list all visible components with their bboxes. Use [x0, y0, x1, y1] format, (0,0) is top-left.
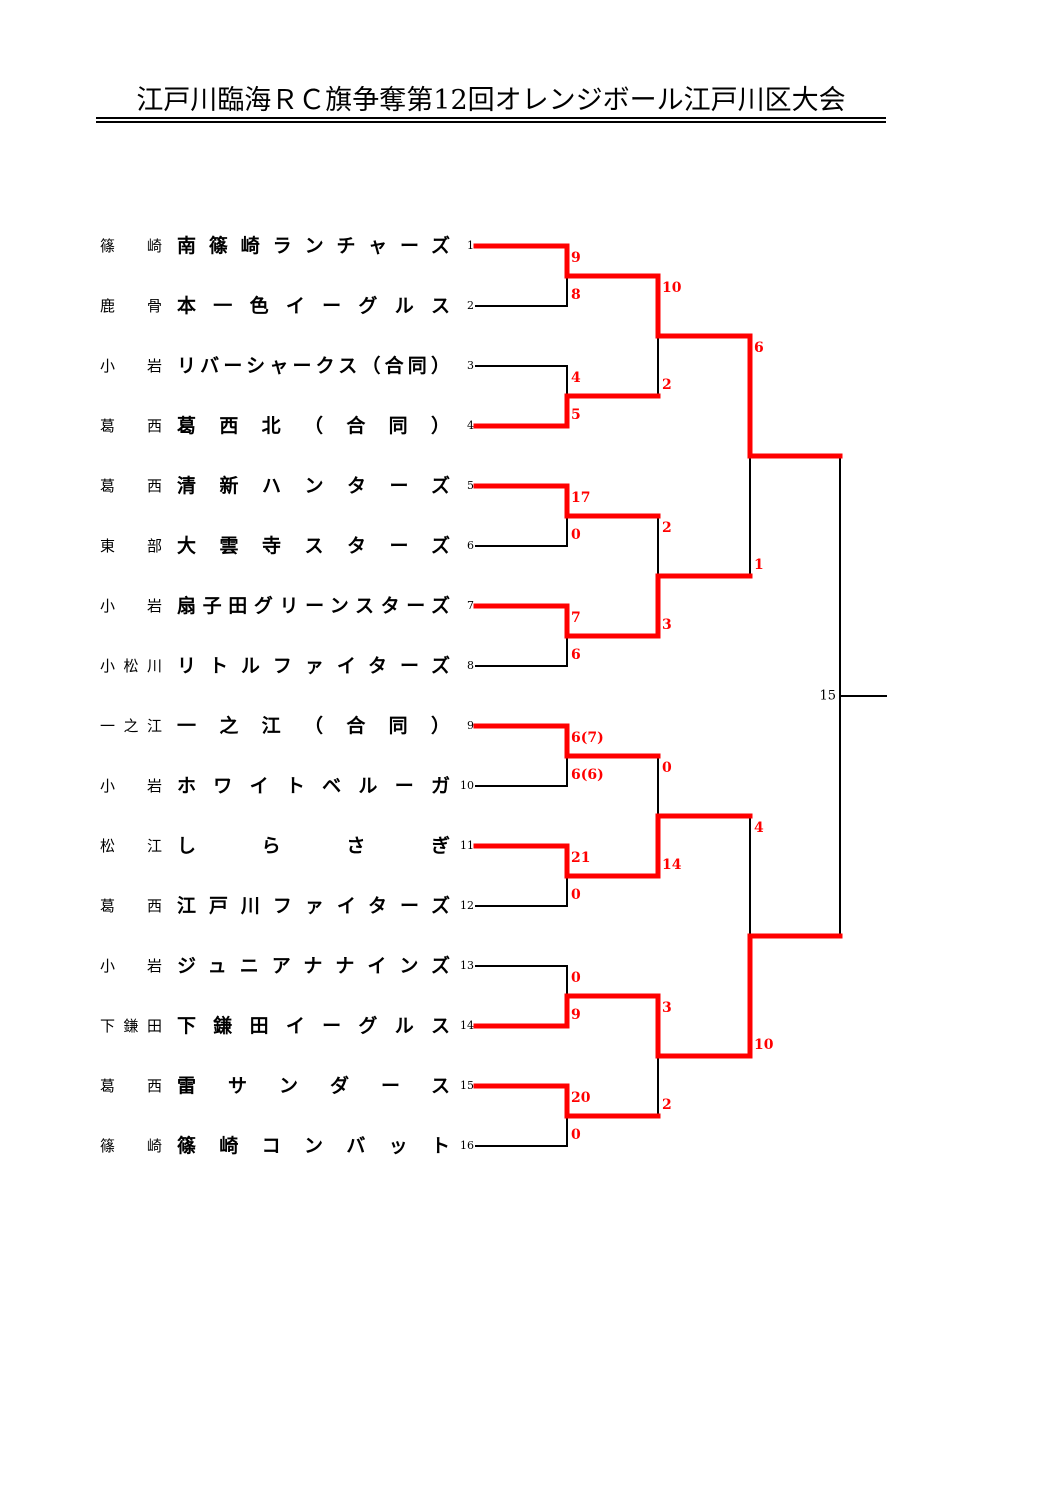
- score-top: 0: [662, 760, 672, 776]
- team-seed-number: 4: [467, 419, 474, 432]
- team-region: 葛西: [100, 1077, 162, 1095]
- score-top: 0: [571, 970, 581, 986]
- score-top: 10: [662, 280, 682, 296]
- team-name: 下鎌田イーグルス: [177, 1015, 450, 1037]
- score-top: 6: [754, 340, 764, 356]
- team-region: 一之江: [100, 717, 162, 735]
- team-region: 小岩: [100, 597, 162, 615]
- team-seed-number: 5: [467, 479, 474, 492]
- score-top: 20: [571, 1090, 591, 1106]
- team-region: 葛西: [100, 417, 162, 435]
- team-seed-number: 15: [460, 1079, 474, 1092]
- team-seed-number: 11: [460, 839, 474, 852]
- team-name: 扇子田グリーンスターズ: [177, 595, 450, 617]
- score-bottom: 2: [662, 377, 672, 393]
- team-seed-number: 2: [467, 299, 474, 312]
- score-bottom: 8: [571, 287, 581, 303]
- team-region: 葛西: [100, 897, 162, 915]
- team-name: 江戸川ファイターズ: [177, 895, 450, 917]
- score-top: 17: [571, 490, 590, 506]
- team-region: 小松川: [100, 657, 162, 675]
- score-top: 9: [571, 250, 581, 266]
- score-bottom: 10: [754, 1037, 774, 1053]
- team-seed-number: 16: [460, 1139, 474, 1152]
- team-seed-number: 10: [460, 779, 474, 792]
- team-name: 雷サンダース: [177, 1075, 450, 1097]
- team-name: 一之江（合同）: [177, 715, 450, 737]
- team-region: 篠崎: [100, 1137, 162, 1155]
- team-seed-number: 6: [467, 539, 474, 552]
- team-name: 篠崎コンバット: [177, 1135, 450, 1157]
- score-top: 3: [662, 1000, 672, 1016]
- title-underline-2: [96, 121, 886, 123]
- score-bottom: 0: [571, 887, 581, 903]
- final-match-number: 15: [819, 689, 836, 704]
- score-bottom: 5: [571, 407, 581, 423]
- team-name: 葛西北（合同）: [177, 415, 450, 437]
- score-bottom: 6(6): [571, 767, 604, 783]
- score-top: 4: [754, 820, 764, 836]
- team-name: しらさぎ: [177, 835, 450, 857]
- score-bottom: 14: [662, 857, 682, 873]
- team-name: 大雲寺スターズ: [177, 535, 450, 557]
- team-seed-number: 3: [467, 359, 474, 372]
- team-seed-number: 9: [467, 719, 474, 732]
- score-top: 6(7): [571, 730, 604, 746]
- team-name: ジュニアナナインズ: [177, 955, 450, 977]
- score-top: 4: [571, 370, 581, 386]
- score-bottom: 6: [571, 647, 581, 663]
- score-bottom: 2: [662, 1097, 672, 1113]
- team-name: ホワイトベルーガ: [177, 775, 450, 797]
- team-seed-number: 1: [467, 239, 474, 252]
- score-top: 7: [571, 610, 581, 626]
- score-bottom: 3: [662, 617, 672, 633]
- team-region: 葛西: [100, 477, 162, 495]
- team-seed-number: 7: [467, 599, 474, 612]
- team-region: 小岩: [100, 357, 162, 375]
- page-title: 江戸川臨海ＲＣ旗争奪第12回オレンジボール江戸川区大会: [136, 85, 846, 116]
- score-bottom: 0: [571, 1127, 581, 1143]
- score-top: 21: [571, 850, 590, 866]
- team-name: 清新ハンターズ: [177, 475, 450, 497]
- team-name: リバーシャークス（合同）: [177, 355, 450, 377]
- team-region: 鹿骨: [100, 297, 162, 315]
- team-name: 南篠崎ランチャーズ: [177, 235, 450, 257]
- score-bottom: 9: [571, 1007, 581, 1023]
- team-name: 本一色イーグルス: [177, 295, 450, 317]
- score-top: 2: [662, 520, 672, 536]
- team-region: 下鎌田: [100, 1017, 162, 1035]
- team-seed-number: 14: [460, 1019, 474, 1032]
- team-region: 松江: [100, 837, 162, 855]
- score-bottom: 1: [754, 557, 764, 573]
- team-region: 東部: [100, 537, 162, 555]
- team-region: 小岩: [100, 957, 162, 975]
- team-seed-number: 12: [460, 899, 474, 912]
- title-underline: [96, 117, 886, 119]
- team-seed-number: 8: [467, 659, 474, 672]
- team-region: 篠崎: [100, 237, 162, 255]
- team-name: リトルファイターズ: [177, 655, 450, 677]
- team-region: 小岩: [100, 777, 162, 795]
- score-bottom: 0: [571, 527, 581, 543]
- team-seed-number: 13: [460, 959, 474, 972]
